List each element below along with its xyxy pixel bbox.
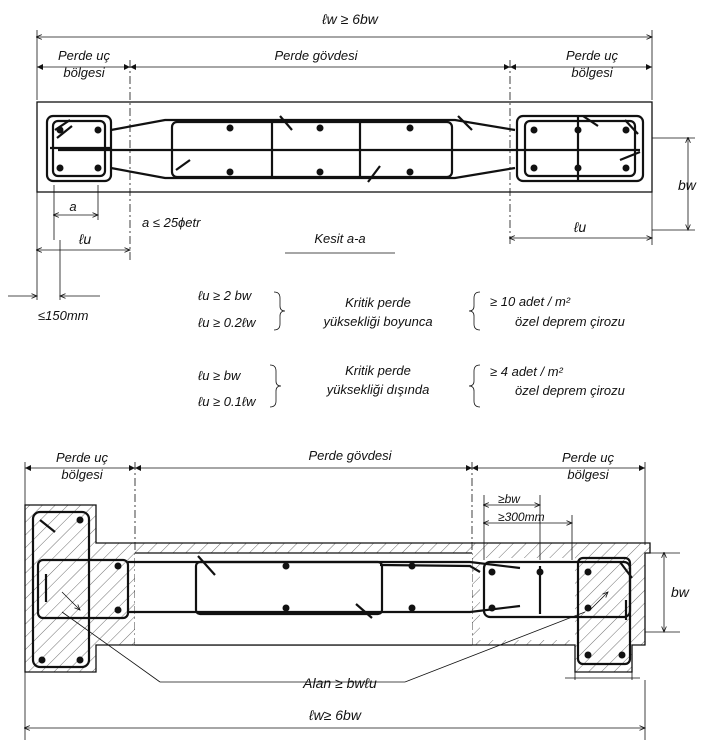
- top-lu-left-label: ℓu: [78, 231, 92, 247]
- top-web-hoop: [170, 120, 454, 179]
- rule1-zone2: yüksekliği boyunca: [322, 314, 432, 329]
- top-a-limit-label: a ≤ 25ϕetr: [142, 215, 201, 230]
- rule1-cond2: ℓu ≥ 0.2ℓw: [198, 315, 257, 330]
- bottom-section: Perde uç bölgesi Perde gövdesi Perde uç …: [25, 448, 690, 740]
- rule1-req2: özel deprem çirozu: [515, 314, 625, 329]
- top-end-zone-right-label-1: Perde uç: [566, 48, 619, 63]
- top-wall-outline: [36, 101, 653, 193]
- top-a-label: a: [69, 199, 76, 214]
- rule2-cond1: ℓu ≥ bw: [198, 368, 242, 383]
- rule1-brace: [273, 291, 286, 331]
- rule1-req1: ≥ 10 adet / m²: [490, 294, 571, 309]
- bottom-end-zone-left-label-2: bölgesi: [61, 467, 103, 482]
- top-left-hoop-outer: [45, 114, 113, 183]
- bottom-end-zone-right-label-1: Perde uç: [562, 450, 615, 465]
- top-section-label: Kesit a-a: [314, 231, 365, 246]
- bottom-ge-bw-label: ≥bw: [498, 492, 521, 506]
- top-web-bar-upper: [110, 118, 516, 132]
- top-right-hoop-inner: [523, 119, 637, 178]
- rule1-zone1: Kritik perde: [345, 295, 411, 310]
- bottom-web-hoop: [194, 560, 384, 616]
- bottom-end-zone-left-label-1: Perde uç: [56, 450, 109, 465]
- rule2-zone1: Kritik perde: [345, 363, 411, 378]
- bottom-ge-300-label: ≥300mm: [498, 510, 545, 524]
- rule1-cond1: ℓu ≥ 2 bw: [198, 288, 253, 303]
- rule1-brace-right: [468, 291, 481, 331]
- top-end-zone-left-label-2: bölgesi: [63, 65, 105, 80]
- bottom-bw-label: bw: [671, 584, 690, 600]
- rule2-req1: ≥ 4 adet / m²: [490, 364, 564, 379]
- rule2-brace: [269, 364, 282, 408]
- rule2-brace-right: [468, 364, 481, 408]
- rule2-req2: özel deprem çirozu: [515, 383, 625, 398]
- top-end-zone-right-label-2: bölgesi: [571, 65, 613, 80]
- top-end-zone-left-label-1: Perde uç: [58, 48, 111, 63]
- bottom-left-hoop: [31, 510, 91, 669]
- top-cover-limit-label: ≤150mm: [38, 308, 89, 323]
- top-bw-label: bw: [678, 177, 697, 193]
- rule2-zone2: yüksekliği dışında: [326, 382, 430, 397]
- bottom-break-lines: [565, 672, 640, 680]
- rules-block: ℓu ≥ 2 bw ℓu ≥ 0.2ℓw Kritik perde yüksek…: [198, 288, 625, 409]
- top-web-label: Perde gövdesi: [274, 48, 358, 63]
- bottom-overall-length-label: ℓw≥ 6bw: [308, 707, 362, 723]
- top-lu-right-label: ℓu: [573, 219, 587, 235]
- top-overall-length-label: ℓw ≥ 6bw: [321, 11, 379, 27]
- bottom-area-label: Alan ≥ bwℓu: [302, 675, 377, 691]
- top-section: ℓw ≥ 6bw Perde uç bölgesi Perde gövdesi …: [8, 11, 697, 323]
- rule2-cond2: ℓu ≥ 0.1ℓw: [198, 394, 257, 409]
- top-right-hoop-outer: [515, 114, 645, 183]
- bottom-web-label: Perde gövdesi: [308, 448, 392, 463]
- bottom-end-zone-right-label-2: bölgesi: [567, 467, 609, 482]
